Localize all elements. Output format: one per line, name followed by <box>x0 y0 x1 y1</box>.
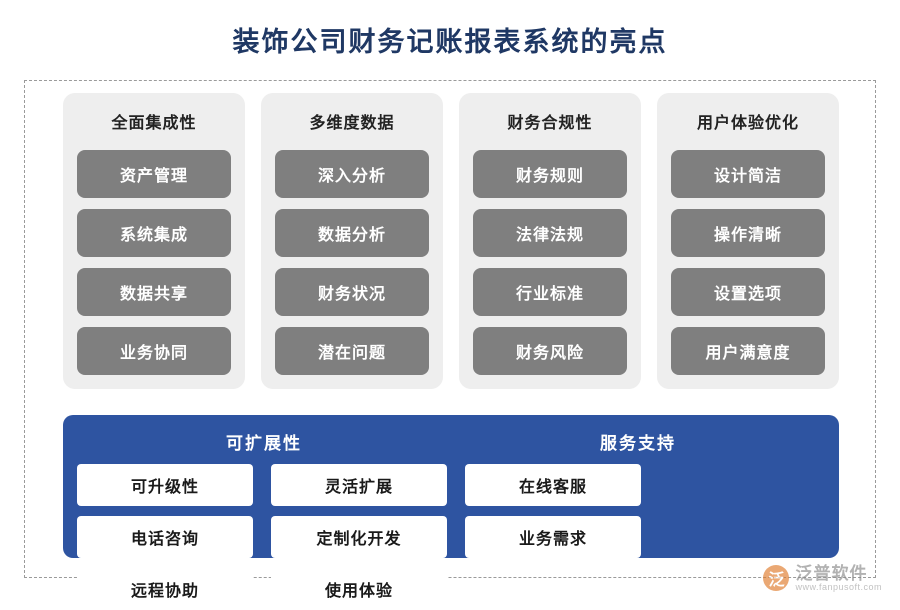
chip-item[interactable]: 数据分析 <box>275 209 429 257</box>
bottom-chip[interactable]: 灵活扩展 <box>271 464 447 506</box>
logo-icon: 泛 <box>763 565 790 592</box>
column-header: 用户体验优化 <box>696 115 799 132</box>
page-title: 装饰公司财务记账报表系统的亮点 <box>232 27 668 57</box>
bottom-chip[interactable]: 使用体验 <box>271 568 447 610</box>
top-section: 全面集成性 资产管理 系统集成 数据共享 业务协同 多维度数据 深入分析 数据分… <box>63 93 839 389</box>
chip-item[interactable]: 财务状况 <box>275 268 429 316</box>
diagram-frame: 全面集成性 资产管理 系统集成 数据共享 业务协同 多维度数据 深入分析 数据分… <box>24 80 876 610</box>
bottom-chip[interactable]: 在线客服 <box>465 464 641 506</box>
chip-item[interactable]: 潜在问题 <box>275 327 429 375</box>
chip-item[interactable]: 资产管理 <box>77 150 231 198</box>
column-compliance: 财务合规性 财务规则 法律法规 行业标准 财务风险 <box>459 93 641 389</box>
chip-item[interactable]: 用户满意度 <box>671 327 825 375</box>
bottom-chip[interactable]: 定制化开发 <box>271 516 447 558</box>
chip-item[interactable]: 系统集成 <box>77 209 231 257</box>
chip-item[interactable]: 操作清晰 <box>671 209 825 257</box>
column-integration: 全面集成性 资产管理 系统集成 数据共享 业务协同 <box>63 93 245 389</box>
bottom-chip[interactable]: 远程协助 <box>77 568 253 610</box>
chip-item[interactable]: 深入分析 <box>275 150 429 198</box>
bottom-chip[interactable]: 业务需求 <box>465 516 641 558</box>
bottom-headers: 可扩展性 服务支持 <box>77 425 825 464</box>
bottom-header-scalability: 可扩展性 <box>226 434 302 453</box>
column-header: 多维度数据 <box>309 115 395 132</box>
chip-item[interactable]: 财务风险 <box>473 327 627 375</box>
bottom-grid: 可升级性 灵活扩展 在线客服 电话咨询 定制化开发 业务需求 远程协助 使用体验 <box>77 464 825 610</box>
chip-item[interactable]: 业务协同 <box>77 327 231 375</box>
chip-item[interactable]: 法律法规 <box>473 209 627 257</box>
watermark-url: www.fanpusoft.com <box>795 581 882 592</box>
chip-item[interactable]: 设置选项 <box>671 268 825 316</box>
column-header: 财务合规性 <box>507 115 593 132</box>
watermark: 泛 泛普软件 www.fanpusoft.com <box>763 563 882 592</box>
chip-item[interactable]: 数据共享 <box>77 268 231 316</box>
bottom-chip[interactable]: 电话咨询 <box>77 516 253 558</box>
column-multidimensional-data: 多维度数据 深入分析 数据分析 财务状况 潜在问题 <box>261 93 443 389</box>
watermark-brand: 泛普软件 <box>795 563 868 583</box>
chip-item[interactable]: 行业标准 <box>473 268 627 316</box>
chip-item[interactable]: 设计简洁 <box>671 150 825 198</box>
bottom-panel: 可扩展性 服务支持 可升级性 灵活扩展 在线客服 电话咨询 定制化开发 业务需求… <box>63 415 839 610</box>
column-header: 全面集成性 <box>111 115 197 132</box>
bottom-header-service: 服务支持 <box>600 434 676 453</box>
column-user-experience: 用户体验优化 设计简洁 操作清晰 设置选项 用户满意度 <box>657 93 839 389</box>
bottom-chip[interactable]: 可升级性 <box>77 464 253 506</box>
watermark-text: 泛普软件 www.fanpusoft.com <box>795 563 882 592</box>
chip-item[interactable]: 财务规则 <box>473 150 627 198</box>
